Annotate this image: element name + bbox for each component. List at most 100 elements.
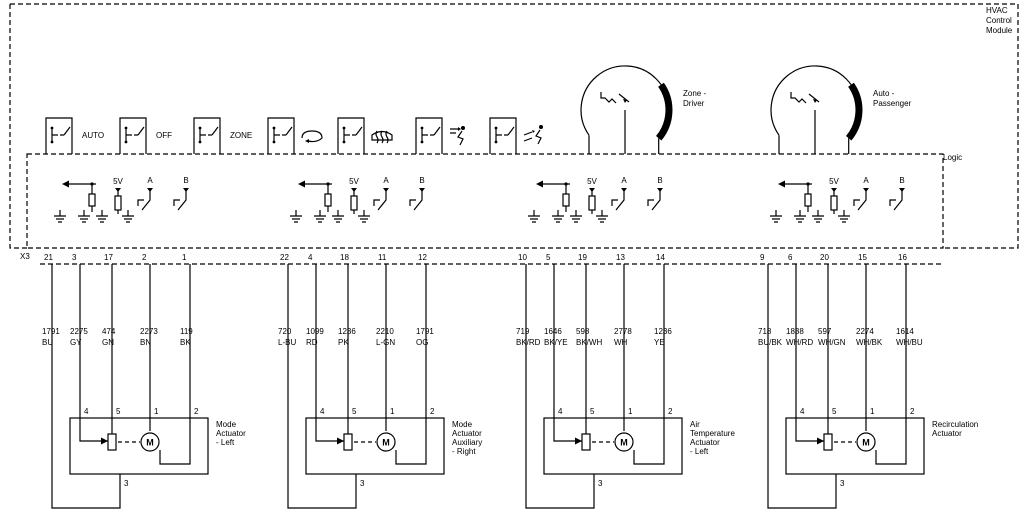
- connector-pin-number: 12: [418, 253, 427, 262]
- connector-label: X3: [20, 252, 30, 261]
- module-name-line-2: Control: [986, 16, 1012, 25]
- actuator-motor: [614, 432, 634, 452]
- wire-pin4: [79, 264, 108, 442]
- wire-circuit-number: 474: [102, 327, 116, 336]
- wire-pin4: [315, 264, 344, 442]
- wire-color: OG: [416, 338, 428, 347]
- ground-symbol: [552, 210, 564, 223]
- switch-label: ZONE: [230, 131, 252, 140]
- connector-pin-number: 3: [72, 253, 77, 262]
- actuator-pin-4: 4: [558, 407, 563, 416]
- actuator-name-line: Actuator: [452, 429, 482, 438]
- wire-pin3: [51, 264, 121, 509]
- connector-pin-number: 16: [898, 253, 907, 262]
- ground-symbol: [290, 210, 302, 223]
- wire-color: PK: [338, 338, 349, 347]
- supply-a-label: A: [621, 176, 627, 185]
- dial-2: Auto -Passenger: [770, 65, 912, 154]
- wire-color: BK/RD: [516, 338, 541, 347]
- wire-circuit-number: 1236: [654, 327, 672, 336]
- actuator-potentiometer: [107, 433, 117, 451]
- wire-color: BK/WH: [576, 338, 602, 347]
- ground-symbol: [332, 210, 344, 223]
- actuator-potentiometer: [581, 433, 591, 451]
- switch-7: [489, 117, 543, 154]
- switch-row: AUTO OFF ZONE: [45, 117, 543, 154]
- switch-frame: [489, 117, 517, 154]
- logic-label: Logic: [943, 153, 962, 162]
- switch-2: OFF: [119, 117, 172, 154]
- actuator-pin-5: 5: [590, 407, 595, 416]
- supply-5v-label: 5V: [113, 177, 123, 186]
- dial-label-line: Driver: [683, 99, 705, 108]
- actuator-name-line: Mode: [452, 420, 473, 429]
- supply-5v-label: 5V: [829, 177, 839, 186]
- motor-label: M: [382, 438, 390, 448]
- connector-pin-number: 21: [44, 253, 53, 262]
- module-boundary: [9, 3, 1019, 249]
- wire-color: BK: [180, 338, 191, 347]
- wire-circuit-number: 1791: [416, 327, 434, 336]
- recirculation-icon: [301, 130, 323, 143]
- actuator-name-line: - Left: [216, 438, 235, 447]
- actuator-pin-1: 1: [870, 407, 875, 416]
- dial-symbol: [790, 92, 820, 104]
- switch-4: [267, 117, 323, 154]
- actuator-name-line: Actuator: [690, 438, 720, 447]
- dial-arc-thick: [845, 82, 863, 141]
- module-name: HVAC Control Module: [986, 6, 1013, 35]
- module-name-line-1: HVAC: [986, 6, 1008, 15]
- actuator-name-line: Temperature: [690, 429, 735, 438]
- connector-pin-number: 14: [656, 253, 665, 262]
- wire-circuit-number: 1614: [896, 327, 914, 336]
- wire-circuit-number: 119: [180, 327, 193, 336]
- switch-contact: [273, 126, 293, 142]
- wire-pin3: [287, 264, 357, 509]
- switch-label: OFF: [156, 131, 172, 140]
- actuator-pin-2: 2: [910, 407, 915, 416]
- actuator-pin-2: 2: [668, 407, 673, 416]
- relay-contact: [611, 189, 625, 211]
- actuator-pin-1: 1: [628, 407, 633, 416]
- actuator-pin-3: 3: [360, 479, 365, 488]
- switch-frame: [267, 117, 295, 154]
- connector-pin-number: 15: [858, 253, 867, 262]
- wire-circuit-number: 2275: [70, 327, 88, 336]
- supply-a-label: A: [863, 176, 869, 185]
- wire-circuit-number: 1838: [786, 327, 804, 336]
- wire-circuit-number: 1099: [306, 327, 324, 336]
- reference-resistor: [588, 195, 596, 211]
- connector-pin-number: 9: [760, 253, 765, 262]
- switch-contact: [343, 126, 363, 142]
- actuator-pin-3: 3: [598, 479, 603, 488]
- switch-contact: [495, 126, 515, 142]
- wire-pin2: [159, 264, 191, 465]
- actuator-pin-4: 4: [800, 407, 805, 416]
- actuator-pin-1: 1: [390, 407, 395, 416]
- wire-circuit-number: 1236: [338, 327, 356, 336]
- wire-color: BU/BK: [758, 338, 783, 347]
- wire-pin2: [875, 264, 907, 465]
- reference-resistor: [114, 195, 122, 211]
- relay-contact: [647, 189, 661, 211]
- mode-vent-icon: [450, 126, 465, 146]
- actuator-box: [305, 417, 445, 475]
- relay-contact: [173, 189, 187, 211]
- logic-boundary: [26, 153, 944, 249]
- actuator-box: [69, 417, 209, 475]
- relay-contact: [373, 189, 387, 211]
- ground-symbol: [122, 210, 134, 223]
- ground-symbol: [570, 210, 582, 223]
- pullup-resistor: [88, 193, 96, 207]
- wire-pin3: [525, 264, 595, 509]
- connector-pin-number: 6: [788, 253, 793, 262]
- switch-frame: [45, 117, 73, 154]
- wire-color: GN: [102, 338, 114, 347]
- actuator-motor: [856, 432, 876, 452]
- wire-pin4: [553, 264, 582, 442]
- switch-1: AUTO: [45, 117, 104, 154]
